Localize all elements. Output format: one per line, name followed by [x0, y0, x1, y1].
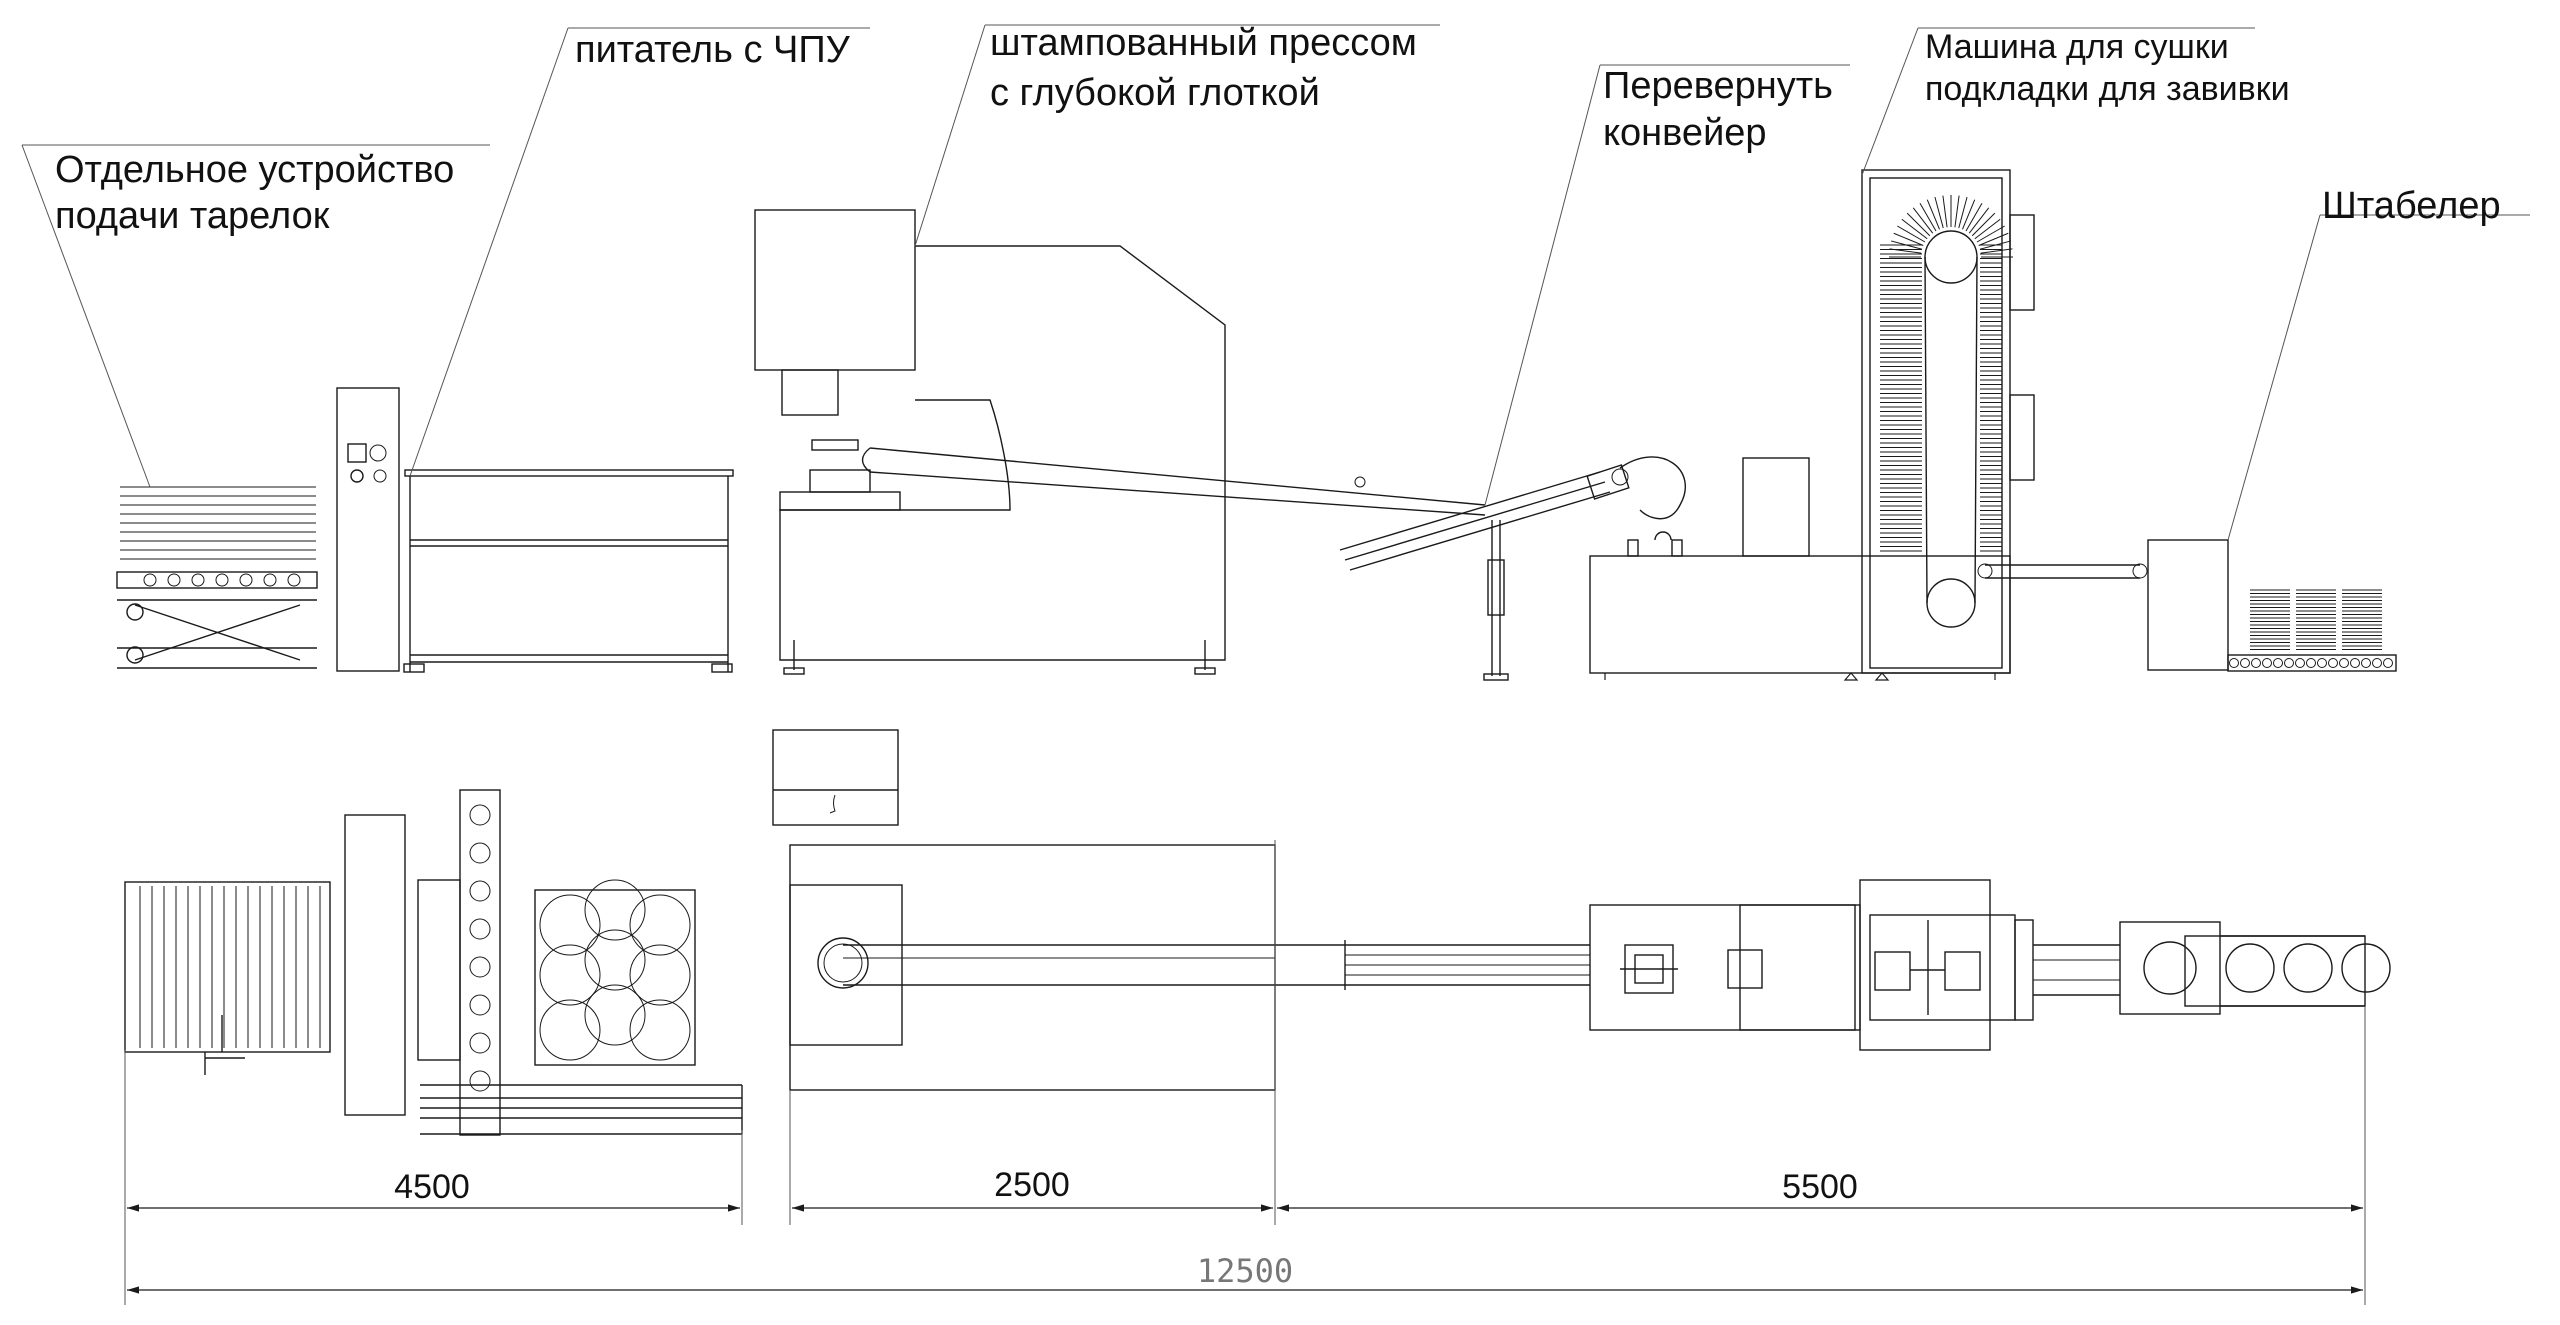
cnc-feeder-plates [539, 879, 691, 1061]
label-plate-feeder-line1: Отдельное устройство [55, 149, 454, 191]
component-labels: Отдельное устройство подачи тарелок пита… [55, 22, 2501, 237]
plate-feeder-side [116, 486, 318, 669]
plate-feeder-plan [124, 881, 331, 1075]
dryer-to-stacker-conveyor [1977, 563, 2148, 579]
leader-lines [21, 24, 2530, 541]
label-dryer-line2: подкладки для завивки [1925, 70, 2290, 108]
dryer-brush [1889, 195, 2013, 258]
dimension-2500: 2500 [994, 1166, 1070, 1204]
label-cnc-feeder: питатель с ЧПУ [575, 29, 851, 71]
dryer-fins [1880, 244, 2002, 552]
dimension-4500: 4500 [394, 1168, 470, 1206]
feeder-slats [139, 886, 321, 1048]
cnc-feeder-plan [344, 789, 743, 1136]
label-press-line1: штампованный прессом [990, 22, 1417, 64]
flip-conveyor-side [1339, 456, 1686, 681]
stacker-stacks [2250, 589, 2382, 650]
press-plan [772, 729, 1276, 1091]
label-flip-conveyor-line1: Перевернуть [1603, 65, 1833, 107]
cnc-feeder-holes [469, 804, 491, 1092]
label-stacker: Штабелер [2322, 185, 2501, 227]
dimension-lines: 4500 2500 5500 12500 [124, 840, 2366, 1305]
label-plate-feeder-line2: подачи тарелок [55, 195, 330, 237]
stacker-plan [2033, 921, 2391, 1015]
stacker-side [2147, 539, 2397, 672]
conveyor-plan [1275, 940, 1590, 990]
label-dryer-line1: Машина для сушки [1925, 28, 2229, 66]
transfer-conveyor-side [861, 447, 1486, 516]
stacker-rollers [2229, 658, 2393, 668]
label-flip-conveyor-line2: конвейер [1603, 112, 1767, 154]
dryer-side [1589, 169, 2035, 681]
label-press-line2: с глубокой глоткой [990, 72, 1320, 114]
press-side [754, 209, 1226, 675]
dimension-5500: 5500 [1782, 1168, 1858, 1206]
cnc-feeder-side [336, 387, 734, 673]
dryer-plan [1589, 879, 2034, 1051]
dimension-total-12500: 12500 [1197, 1252, 1293, 1290]
